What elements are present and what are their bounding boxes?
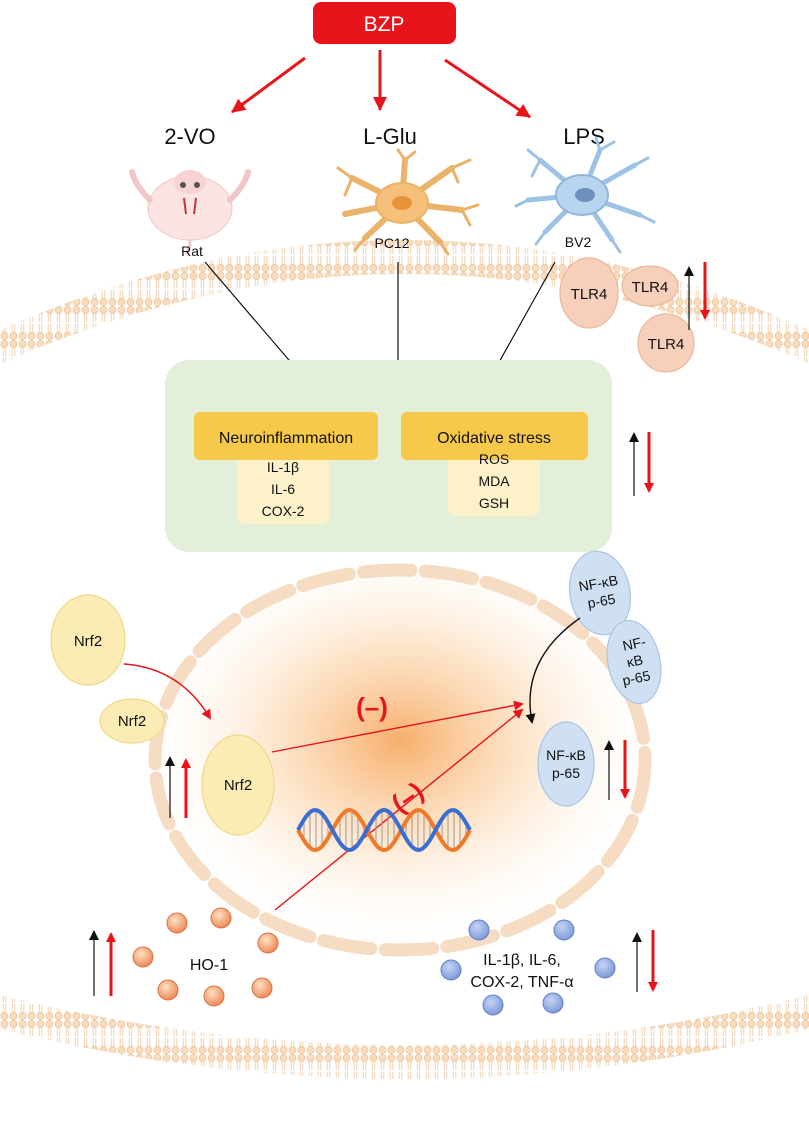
tlr4-receptor-2: TLR4 [621,265,679,307]
cytokine-molecule [482,994,504,1016]
inhibition-symbol-1: (–) [356,692,388,722]
rat-icon [129,169,251,256]
cytokine-molecule [440,959,462,981]
nfkb1-line2: p-65 [586,591,617,612]
ho1-group: HO-1 [132,907,279,1007]
ho1-molecule [257,932,279,954]
dna-strand-blue [296,807,472,853]
nrf2-nucleus: Nrf2 [201,734,275,836]
neuro-marker-1: IL-1β [267,459,299,475]
ho1-molecule [203,985,225,1007]
dna-helix-icon [296,807,472,853]
ho1-molecule [210,907,232,929]
oxi-marker-1: ROS [479,451,509,467]
model-2vo-title: 2-VO [164,124,215,149]
cytokine-molecule [542,992,564,1014]
tlr4-label-2: TLR4 [632,279,669,296]
nfkb2-line1: NF- [621,633,647,654]
neuro-marker-3: COX-2 [262,503,305,519]
cytokine-label-line1: IL-1β, IL-6, [483,952,561,969]
lower-cell-membrane [0,995,809,1079]
nfkb-cytoplasm-2: NF- κB p-65 [606,619,662,705]
nfkb2-line3: p-65 [621,667,652,689]
ho1-molecule [251,977,273,999]
cytokine-molecule [594,957,616,979]
neuro-marker-2: IL-6 [271,481,295,497]
nrf2-translocation-arrow [123,663,212,720]
nfkb-cytoplasm-1: NF-κB p-65 [568,550,632,636]
tlr4-receptor-3: TLR4 [637,313,695,373]
bzp-label: BZP [364,13,405,36]
model-lps-subtitle: BV2 [565,234,592,250]
neuron-cell-icon [336,148,480,256]
ho1-label: HO-1 [190,957,228,974]
tlr4-label-1: TLR4 [571,286,608,303]
cytokine-group: IL-1β, IL-6, COX-2, TNF-α [440,919,616,1016]
nrf2-label-3: Nrf2 [224,777,252,794]
arrow-bzp-to-2vo [231,56,306,114]
cytokine-molecule [468,919,490,941]
tlr4-label-3: TLR4 [648,336,685,353]
cytokine-molecule [553,919,575,941]
nfkb3-line2: p-65 [552,765,580,781]
tlr4-receptor-1: TLR4 [559,257,619,329]
oxi-marker-3: GSH [479,495,509,511]
ho1-molecule [132,946,154,968]
ho1-molecule [157,979,179,1001]
model-lglu-subtitle: PC12 [374,235,409,251]
dna-strand-orange [296,807,472,853]
model-lglu-title: L-Glu [363,124,417,149]
ho1-molecule [166,912,188,934]
nrf2-cytoplasm-1: Nrf2 [50,594,126,686]
nfkb-nucleus: NF-κB p-65 [537,721,595,807]
nrf2-inhibits-nfkb-arrow [271,700,524,753]
oxi-marker-2: MDA [478,473,510,489]
cytokine-label-line2: COX-2, TNF-α [470,974,573,991]
nrf2-label-1: Nrf2 [74,633,102,650]
model-2vo-subtitle: Rat [181,243,203,259]
microglia-cell-icon [514,136,656,254]
neuroinflammation-group: Neuroinflammation IL-1β IL-6 COX-2 [194,412,378,524]
nfkb2-line2: κB [625,651,644,670]
oxidative-stress-group: Oxidative stress ROS MDA GSH [401,412,588,516]
nfkb-translocation-arrow [525,617,581,724]
bzp-drug-box: BZP [313,2,456,44]
oxidative-stress-label: Oxidative stress [437,430,551,447]
arrow-bzp-to-lps [444,58,531,119]
nrf2-label-2: Nrf2 [118,713,146,730]
nfkb1-line1: NF-κB [577,572,619,595]
neuroinflammation-label: Neuroinflammation [219,430,353,447]
nfkb3-line1: NF-κB [546,747,586,763]
nrf2-cytoplasm-2: Nrf2 [99,698,165,744]
ho1-inhibits-nfkb-arrow [274,708,524,911]
nucleus [148,563,652,957]
